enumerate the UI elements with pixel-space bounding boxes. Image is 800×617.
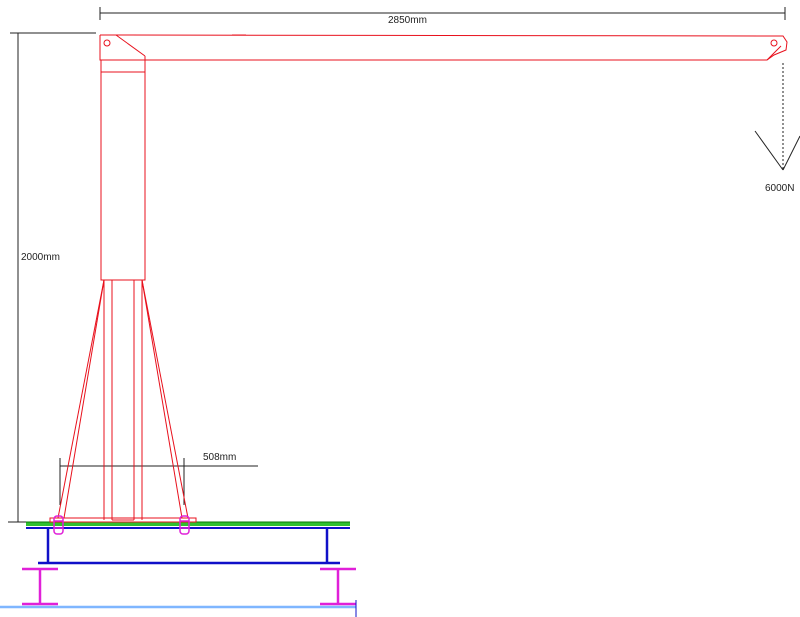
dimension-column-height (8, 32, 96, 523)
anchor-bolt-left (53, 515, 64, 535)
dimension-beam-length (99, 7, 786, 20)
i-beam-right (320, 567, 356, 606)
anchor-bolt-right (179, 515, 190, 535)
column-height-label: 2000mm (21, 252, 60, 263)
brace-struts (57, 279, 189, 519)
lower-post (103, 280, 143, 521)
load-label: 6000N (765, 183, 794, 194)
pivot-pin-right (770, 39, 778, 47)
base-width-label: 508mm (203, 452, 236, 463)
jib-arm (99, 34, 788, 61)
pivot-pin-left (103, 39, 111, 47)
base-plate (26, 517, 350, 529)
column (100, 56, 146, 281)
load-arrow (754, 63, 800, 171)
i-beam-left (22, 567, 58, 606)
beam-length-label: 2850mm (388, 15, 427, 26)
dimension-base-width (59, 458, 258, 505)
support-frame (38, 529, 340, 565)
